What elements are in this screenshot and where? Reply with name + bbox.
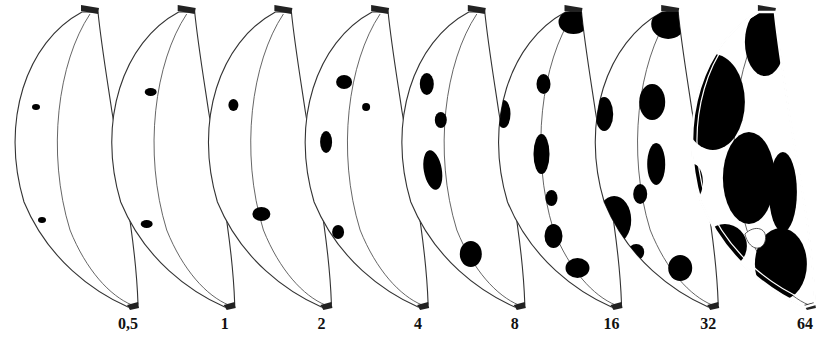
label-slot: 64 [770,314,823,334]
spots [141,88,157,228]
label-slot: 2 [286,314,356,334]
label-slot: 4 [383,314,453,334]
scale-value: 16 [604,314,620,334]
label-slot: 1 [190,314,260,334]
banana-64 [681,5,816,310]
scale-value: 2 [317,314,325,334]
label-slot: 8 [480,314,550,334]
scale-value: 32 [700,314,716,334]
spots [681,8,807,300]
spots [497,10,590,278]
spots [320,75,370,239]
spots [420,73,482,267]
banana-outline-highlight [692,12,815,307]
spots [32,104,46,223]
banana-outline [692,5,816,310]
scale-value: 0,5 [118,314,138,334]
scale-value: 8 [511,314,519,334]
scale-value: 1 [221,314,229,334]
label-slot: 0,5 [93,314,163,334]
unspotted-patch [745,228,766,248]
scale-value: 4 [414,314,422,334]
spots [228,99,270,221]
scale-value: 64 [797,314,813,334]
banana-edge-line [697,12,805,300]
spots [595,9,692,281]
label-slot: 32 [673,314,743,334]
label-slot: 16 [577,314,647,334]
